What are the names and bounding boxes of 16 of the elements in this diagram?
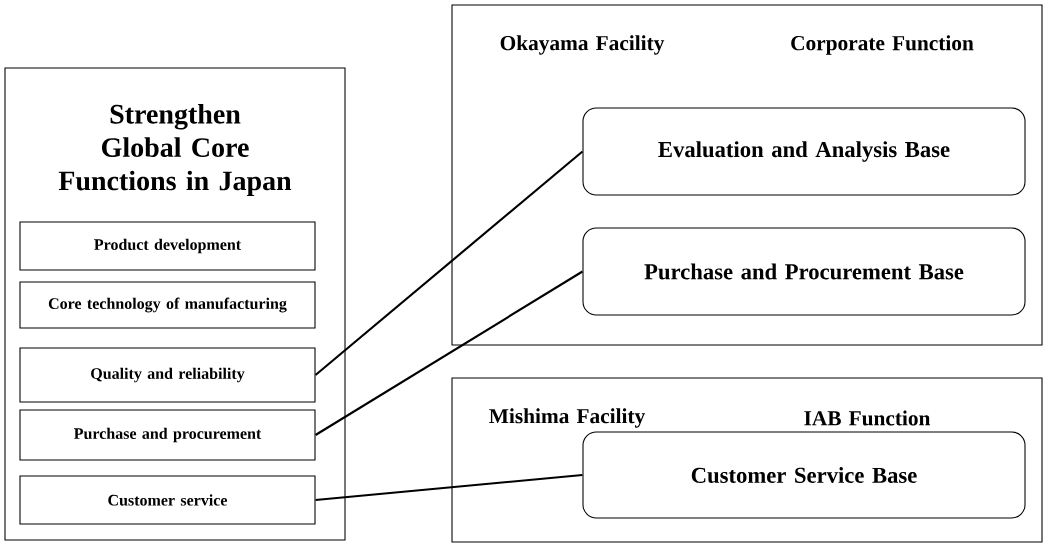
panel-heading: Okayama Facility <box>500 35 665 55</box>
panel-heading: Strengthen Global Core Functions in Japan <box>58 103 292 197</box>
connector-line <box>315 473 583 502</box>
connector-line <box>314 270 584 436</box>
function-box: Purchase and procurement <box>19 409 316 461</box>
base-box: Customer Service Base <box>582 431 1026 519</box>
function-box: Quality and reliability <box>19 347 316 403</box>
base-box: Purchase and Procurement Base <box>582 227 1026 316</box>
panel-heading: IAB Function <box>804 410 931 426</box>
panel-heading: Corporate Function <box>791 35 974 55</box>
connector-line <box>314 150 584 376</box>
base-box: Evaluation and Analysis Base <box>582 107 1026 196</box>
function-box: Core technology of manufacturing <box>19 281 316 329</box>
panel-heading: Mishima Facility <box>489 408 645 428</box>
function-box: Customer service <box>19 475 316 525</box>
function-box: Product development <box>19 221 316 271</box>
